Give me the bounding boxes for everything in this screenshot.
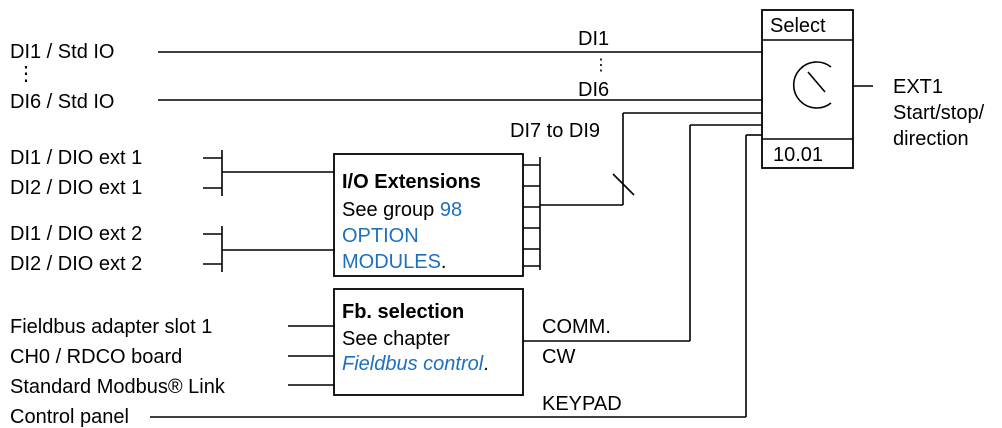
fieldbus-input-lines xyxy=(288,325,334,386)
io-box-group-link[interactable]: 98 xyxy=(440,199,462,221)
fb-box-link-line: Fieldbus control. xyxy=(342,353,489,375)
source-std-di6: DI6 / Std IO xyxy=(10,91,114,113)
io-box-title: I/O Extensions xyxy=(342,171,481,193)
io-box-see-text: See group xyxy=(342,199,440,221)
fb-box-period: . xyxy=(483,353,489,375)
fieldbus-selection-box xyxy=(333,288,524,396)
select-block xyxy=(761,9,854,169)
source-ext1-di2: DI2 / DIO ext 1 xyxy=(10,177,142,199)
vertical-ellipsis: ⋮ xyxy=(16,63,36,85)
fieldbus-output-line xyxy=(523,124,762,342)
select-param: 10.01 xyxy=(773,144,823,166)
output-start-stop: Start/stop/ xyxy=(893,102,985,124)
source-ext1-di1: DI1 / DIO ext 1 xyxy=(10,147,142,169)
signal-di6: DI6 xyxy=(578,79,609,101)
signal-di1: DI1 xyxy=(578,28,609,50)
signal-cw: CW xyxy=(542,346,575,368)
selector-switch-icon xyxy=(792,61,832,109)
source-ext2-di1: DI1 / DIO ext 2 xyxy=(10,223,142,245)
io-box-period: . xyxy=(441,251,447,273)
source-std-di1: DI1 / Std IO xyxy=(10,41,114,63)
source-control-panel: Control panel xyxy=(10,406,129,428)
io-extensions-box xyxy=(333,153,524,277)
signal-ellipsis: ⋮ xyxy=(593,57,609,74)
io-box-output-comb xyxy=(523,112,762,270)
io-box-modules-link[interactable]: MODULES xyxy=(342,251,441,273)
signal-comm: COMM. xyxy=(542,316,611,338)
source-modbus: Standard Modbus® Link xyxy=(10,376,226,398)
io-box-option-link[interactable]: OPTION xyxy=(342,225,419,247)
fb-box-title: Fb. selection xyxy=(342,301,464,323)
output-direction: direction xyxy=(893,128,969,150)
bracket-ext2 xyxy=(203,226,334,272)
source-fieldbus-slot: Fieldbus adapter slot 1 xyxy=(10,316,212,338)
control-panel-line xyxy=(150,134,762,418)
output-ext1: EXT1 xyxy=(893,76,943,98)
signal-di7-di9: DI7 to DI9 xyxy=(510,120,600,142)
signal-keypad: KEYPAD xyxy=(542,393,622,415)
io-box-see: See group 98 xyxy=(342,199,462,221)
fb-box-see: See chapter xyxy=(342,328,450,350)
fb-box-link[interactable]: Fieldbus control xyxy=(342,353,484,375)
source-ext2-di2: DI2 / DIO ext 2 xyxy=(10,253,142,275)
bracket-ext1 xyxy=(203,150,334,196)
source-rdco: CH0 / RDCO board xyxy=(10,346,182,368)
select-header: Select xyxy=(770,15,826,37)
io-box-modules-line: MODULES. xyxy=(342,251,446,273)
